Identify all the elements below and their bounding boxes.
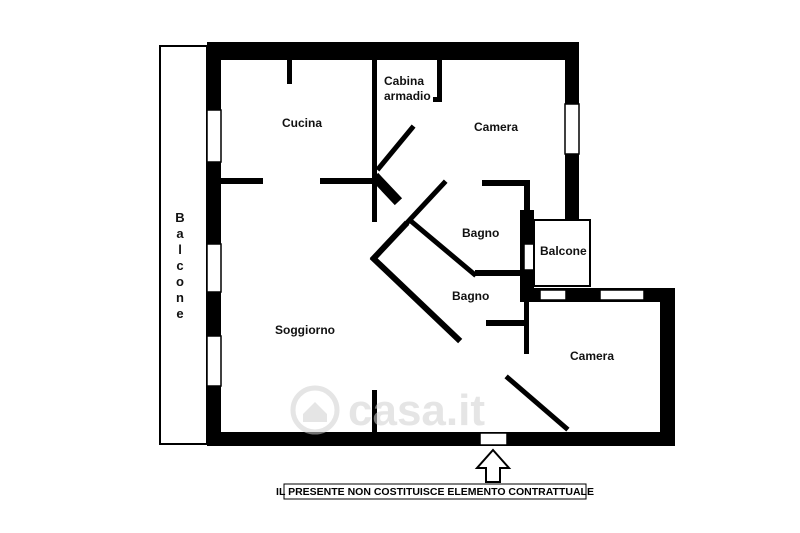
room-label-balcone-small: Balcone [540, 244, 587, 258]
entrance-arrow-icon [474, 448, 512, 483]
room-label-camera-top: Camera [474, 120, 518, 134]
balcony-left [159, 45, 208, 445]
balcony-letter: a [176, 226, 184, 241]
room-label-cabina-1: Cabina [384, 74, 424, 88]
balcony-letter: e [176, 306, 183, 321]
watermark-text: casa.it [348, 386, 485, 435]
balcony-letter: l [178, 242, 182, 257]
interior-walls [221, 60, 530, 432]
room-label-cabina-2: armadio [384, 89, 431, 103]
disclaimer-text: IL PRESENTE NON COSTITUISCE ELEMENTO CON… [276, 486, 594, 498]
balcony-letter: n [176, 290, 184, 305]
balcony-letter: c [176, 258, 183, 273]
room-label-soggiorno: Soggiorno [275, 323, 335, 337]
watermark: casa.it [290, 385, 485, 435]
room-label-bagno-lower: Bagno [452, 289, 489, 303]
diagonal-walls [369, 124, 570, 432]
disclaimer-box [283, 483, 587, 500]
balcony-small [533, 219, 591, 287]
balcony-left-label: B a l c o n e [175, 210, 184, 321]
room-label-cucina: Cucina [282, 116, 322, 130]
room-label-bagno-upper: Bagno [462, 226, 499, 240]
cabina-marker [433, 97, 438, 102]
balcony-letter: o [176, 274, 184, 289]
windows [206, 103, 645, 446]
room-label-camera-bottom: Camera [570, 349, 614, 363]
balcony-letter: B [175, 210, 184, 225]
